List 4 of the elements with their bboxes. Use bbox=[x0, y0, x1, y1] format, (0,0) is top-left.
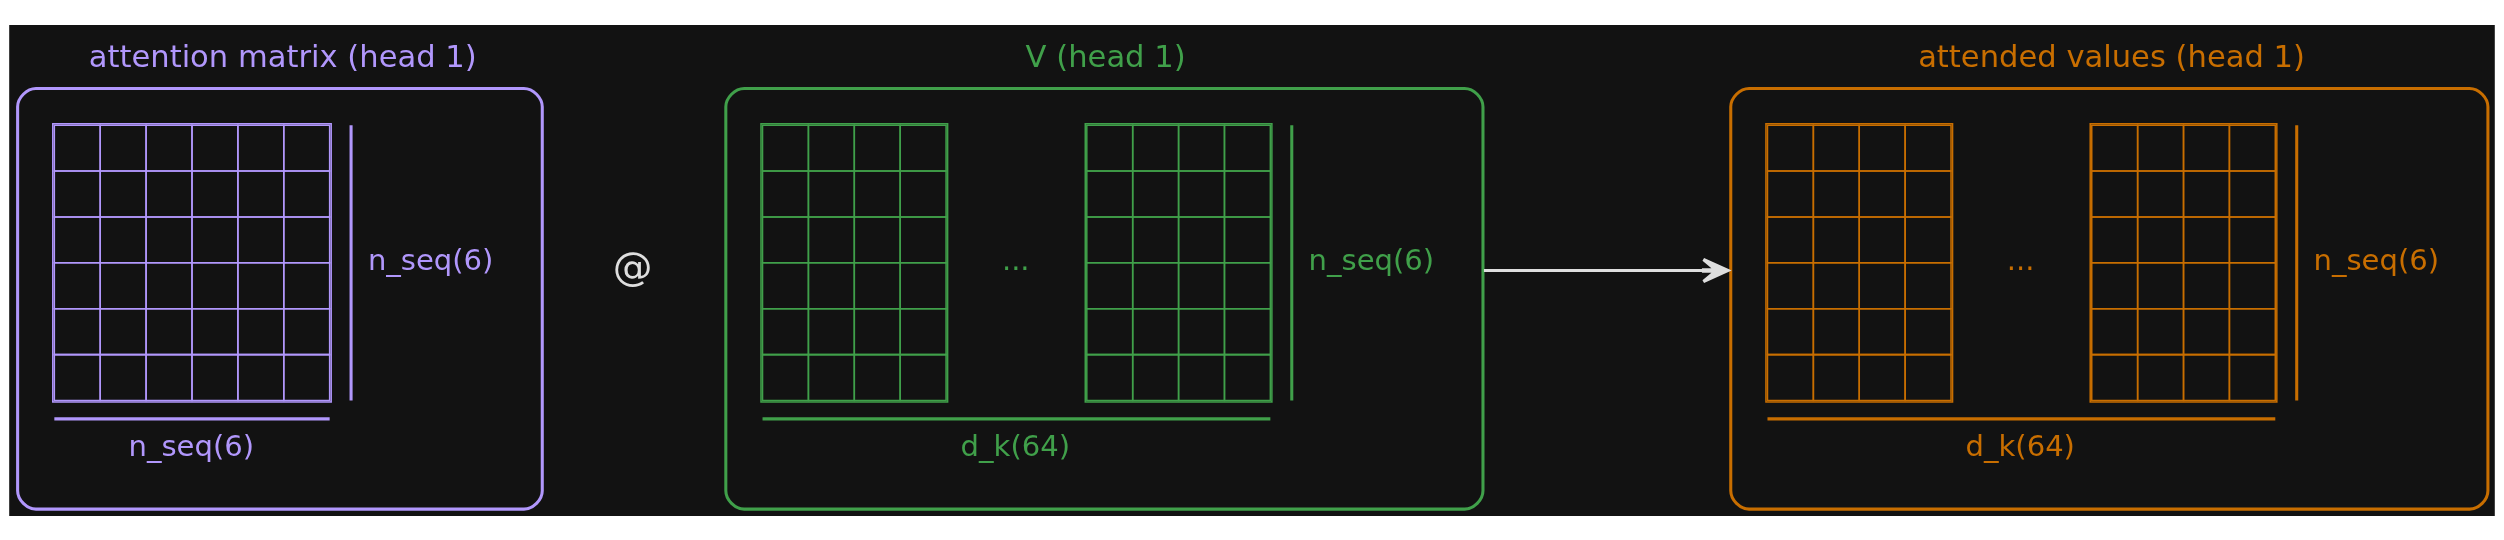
node-label: attention matrix (head 1) bbox=[88, 38, 477, 74]
node-label: attended values (head 1) bbox=[1918, 38, 2305, 74]
node-label: V (head 1) bbox=[1025, 38, 1186, 74]
label: @ bbox=[612, 242, 653, 289]
